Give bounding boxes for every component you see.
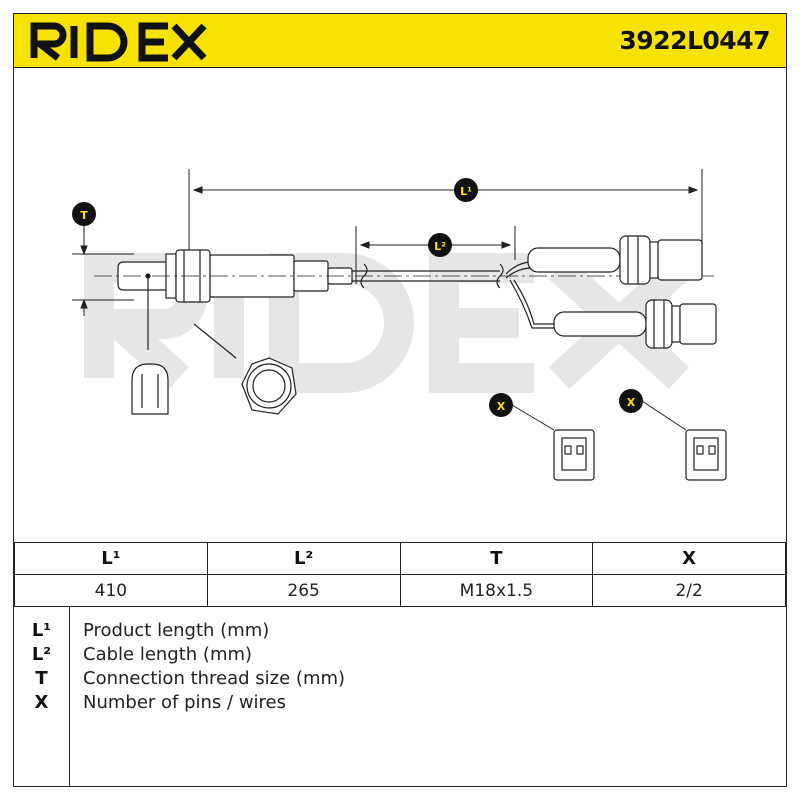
- dimension-t: [72, 226, 134, 316]
- leader-x-a: [511, 404, 555, 431]
- legend-description: Product length (mm): [83, 620, 270, 641]
- label-l1-badge: [454, 178, 478, 202]
- legend-item: T Connection thread size (mm): [14, 668, 786, 692]
- hex-nut-detail: [193, 323, 297, 415]
- spec-value-row: 410 265 M18x1.5 2/2: [14, 574, 786, 607]
- pin-view-b: [685, 429, 727, 481]
- label-l2: L²: [434, 240, 446, 253]
- legend-symbol: L¹: [31, 620, 52, 641]
- legend-description: Cable length (mm): [83, 644, 253, 665]
- legend-item: L¹ Product length (mm): [14, 620, 786, 644]
- label-t-badge: [72, 202, 96, 226]
- legend-item: L² Cable length (mm): [14, 644, 786, 668]
- sensor-tip-detail: [131, 278, 169, 415]
- connector-b: [553, 299, 717, 349]
- product-sheet: 3922L0447 L¹ L²: [13, 13, 787, 787]
- label-x-b: X: [627, 396, 636, 409]
- legend: L¹ Product length (mm) L² Cable length (…: [14, 607, 786, 786]
- legend-description: Number of pins / wires: [83, 692, 287, 713]
- label-x-a-badge: [489, 393, 513, 417]
- legend-symbol: T: [35, 668, 48, 689]
- label-t: T: [80, 209, 88, 222]
- label-l2-badge: [428, 233, 452, 257]
- spec-value-x: 2/2: [592, 574, 786, 607]
- legend-description: Connection thread size (mm): [83, 668, 346, 689]
- label-x-a: X: [497, 400, 506, 413]
- ridex-logo: [29, 22, 207, 62]
- legend-symbol: L²: [31, 644, 52, 665]
- spec-table: L¹ L² T X 410 265 M18x1.5 2/2: [14, 542, 786, 607]
- spec-header-l2: L²: [206, 542, 401, 575]
- legend-item: X Number of pins / wires: [14, 692, 786, 716]
- spec-header-row: L¹ L² T X: [14, 542, 786, 575]
- technical-drawing: L¹ L² T: [72, 169, 727, 481]
- label-x-b-badge: [619, 389, 643, 413]
- legend-symbol: X: [34, 692, 49, 713]
- spec-value-l1: 410: [14, 574, 208, 607]
- part-number: 3922L0447: [619, 26, 770, 55]
- spec-header-x: X: [592, 542, 786, 575]
- spec-header-t: T: [399, 542, 594, 575]
- label-l1: L¹: [460, 185, 472, 198]
- spec-value-l2: 265: [206, 574, 401, 607]
- connector-a: [527, 235, 703, 285]
- pin-view-a: [553, 429, 595, 481]
- spec-header-l1: L¹: [14, 542, 208, 575]
- dimension-l1: [188, 169, 703, 260]
- spec-value-t: M18x1.5: [399, 574, 594, 607]
- header-bar: 3922L0447: [14, 14, 786, 68]
- legend-divider: [69, 607, 70, 786]
- leader-x-b: [641, 400, 687, 431]
